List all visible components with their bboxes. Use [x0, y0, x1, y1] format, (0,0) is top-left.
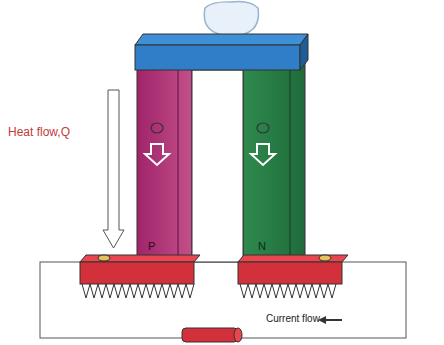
tooth [288, 284, 296, 298]
tooth [162, 284, 170, 298]
tooth [304, 284, 312, 298]
tooth [170, 284, 178, 298]
tooth [272, 284, 280, 298]
current-flow-label: Current flow [266, 313, 320, 324]
circuit-wire [40, 262, 406, 338]
tooth [106, 284, 114, 298]
heat-flow-label: Heat flow,Q [8, 126, 70, 139]
leg-edge [290, 66, 291, 260]
carrier-arrow [145, 144, 169, 165]
leg-edge [178, 66, 179, 260]
tooth [130, 284, 138, 298]
tooth [320, 284, 328, 298]
p-type-leg [137, 62, 192, 262]
hot-plate-side [300, 34, 308, 70]
tooth [256, 284, 264, 298]
tooth [178, 284, 186, 298]
tooth [186, 284, 194, 298]
tooth [240, 284, 248, 298]
tooth [138, 284, 146, 298]
tooth [312, 284, 320, 298]
tooth [146, 284, 154, 298]
leg-letter: N [258, 240, 266, 252]
leg-hole [151, 123, 163, 133]
tooth [296, 284, 304, 298]
heat-sink-teeth [82, 284, 336, 298]
tooth [114, 284, 122, 298]
resistor-symbol [182, 328, 238, 342]
tooth [264, 284, 272, 298]
carrier-arrow [251, 144, 275, 165]
tooth [328, 284, 336, 298]
heat-flow-arrow [103, 90, 124, 248]
screw-hole [98, 255, 110, 261]
tooth [154, 284, 162, 298]
cold-plate-top [80, 255, 200, 262]
hot-plate [135, 45, 300, 70]
tooth [82, 284, 90, 298]
tooth [90, 284, 98, 298]
hot-plate-top [135, 34, 308, 45]
cold-plate-top [238, 255, 348, 262]
tooth [280, 284, 288, 298]
resistor-end [234, 328, 242, 342]
heat-source [204, 2, 258, 36]
leg-gap [192, 70, 243, 262]
cold-plate-p [80, 262, 194, 284]
tooth [248, 284, 256, 298]
leg-hole [257, 123, 269, 133]
leg-letter: P [148, 240, 155, 252]
tooth [122, 284, 130, 298]
current-arrow [324, 319, 342, 321]
screw-hole [319, 255, 331, 261]
n-type-leg [243, 62, 305, 262]
tooth [98, 284, 106, 298]
cold-plate-n [238, 262, 342, 284]
